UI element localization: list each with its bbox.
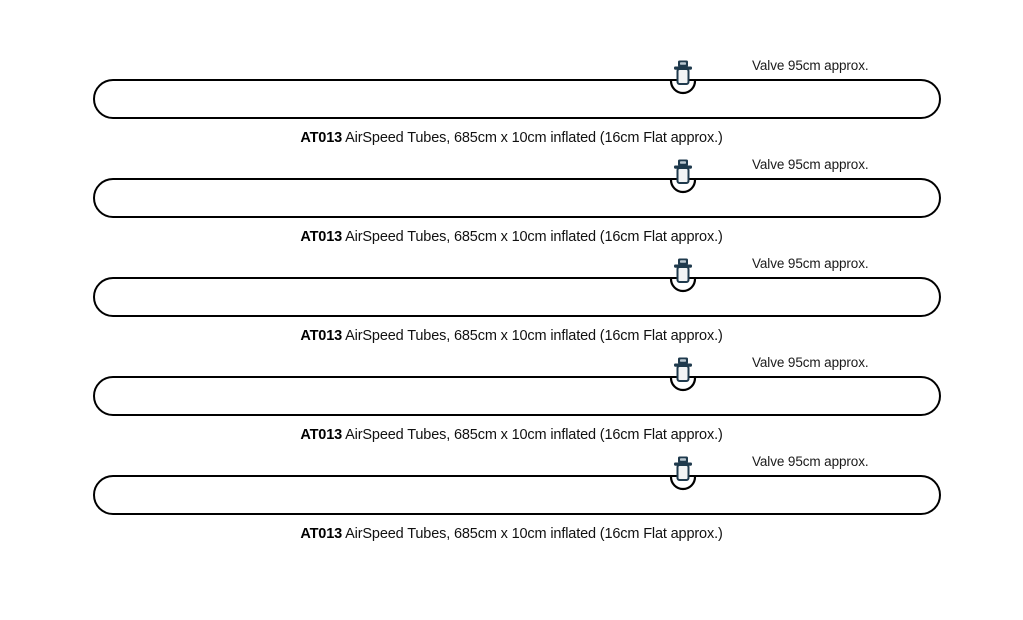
valve-callout-label: Valve 95cm approx. [752, 355, 869, 370]
air-valve-icon [665, 157, 701, 203]
tube-outline [93, 79, 941, 119]
valve-callout-label: Valve 95cm approx. [752, 454, 869, 469]
tube-outline [93, 277, 941, 317]
product-code: AT013 [300, 328, 343, 344]
product-caption: AT013 AirSpeed Tubes, 685cm x 10cm infla… [0, 326, 1023, 346]
product-description: AirSpeed Tubes, 685cm x 10cm inflated (1… [345, 526, 723, 542]
tube-row: Valve 95cm approx. AT013 AirSpeed Tubes,… [0, 157, 1023, 256]
tube-row: Valve 95cm approx. AT013 AirSpeed Tubes,… [0, 256, 1023, 355]
product-code: AT013 [300, 229, 343, 245]
air-valve-icon [665, 355, 701, 401]
tube-row: Valve 95cm approx. AT013 AirSpeed Tubes,… [0, 454, 1023, 553]
air-valve-icon [665, 454, 701, 500]
product-code: AT013 [300, 427, 343, 443]
air-valve-icon [665, 58, 701, 104]
product-caption: AT013 AirSpeed Tubes, 685cm x 10cm infla… [0, 128, 1023, 148]
product-caption: AT013 AirSpeed Tubes, 685cm x 10cm infla… [0, 524, 1023, 544]
valve-callout-label: Valve 95cm approx. [752, 256, 869, 271]
tube-outline [93, 376, 941, 416]
valve-callout-label: Valve 95cm approx. [752, 157, 869, 172]
tube-outline [93, 475, 941, 515]
valve-callout-label: Valve 95cm approx. [752, 58, 869, 73]
tube-row: Valve 95cm approx. AT013 AirSpeed Tubes,… [0, 58, 1023, 157]
product-description: AirSpeed Tubes, 685cm x 10cm inflated (1… [345, 328, 723, 344]
tube-row: Valve 95cm approx. AT013 AirSpeed Tubes,… [0, 355, 1023, 454]
product-description: AirSpeed Tubes, 685cm x 10cm inflated (1… [345, 130, 723, 146]
product-code: AT013 [300, 130, 343, 146]
product-code: AT013 [300, 526, 343, 542]
product-caption: AT013 AirSpeed Tubes, 685cm x 10cm infla… [0, 425, 1023, 445]
product-description: AirSpeed Tubes, 685cm x 10cm inflated (1… [345, 427, 723, 443]
air-valve-icon [665, 256, 701, 302]
product-description: AirSpeed Tubes, 685cm x 10cm inflated (1… [345, 229, 723, 245]
product-caption: AT013 AirSpeed Tubes, 685cm x 10cm infla… [0, 227, 1023, 247]
tube-outline [93, 178, 941, 218]
